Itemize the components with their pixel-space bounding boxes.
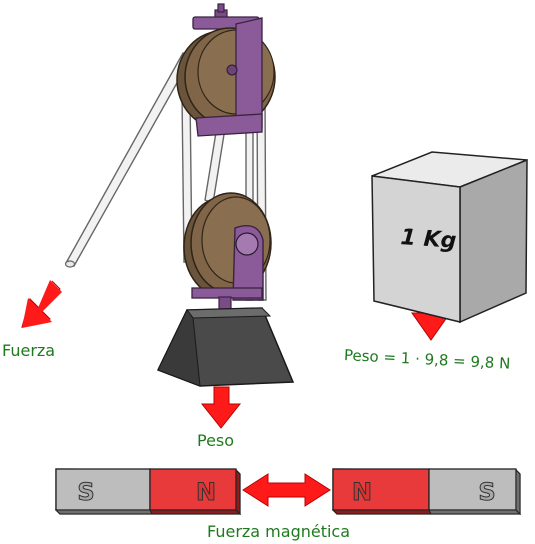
peso-pulley-arrow xyxy=(200,386,242,429)
fuerza-label: Fuerza xyxy=(2,341,56,360)
magnetic-force-arrow xyxy=(242,473,331,507)
trapezoid-weight-icon xyxy=(156,307,295,387)
pull-rope xyxy=(64,52,192,268)
right-magnet-s: S xyxy=(478,478,495,506)
left-bar-magnet-icon: S N xyxy=(54,468,242,516)
cube-mass-icon: 1 Kg xyxy=(371,151,528,324)
right-bar-magnet-icon: N S xyxy=(331,468,522,516)
right-magnet-n: N xyxy=(352,478,372,506)
fuerza-arrow xyxy=(21,280,62,328)
pulley-system xyxy=(64,3,295,387)
bottom-pulley-icon xyxy=(183,192,272,311)
left-magnet-s: S xyxy=(77,478,94,506)
top-pulley-icon xyxy=(176,3,276,137)
left-magnet-n: N xyxy=(196,478,216,506)
peso-pulley-label: Peso xyxy=(197,431,235,450)
cube-mass-label: 1 Kg xyxy=(400,225,457,254)
fuerza-magnetica-label: Fuerza magnética xyxy=(207,522,351,541)
